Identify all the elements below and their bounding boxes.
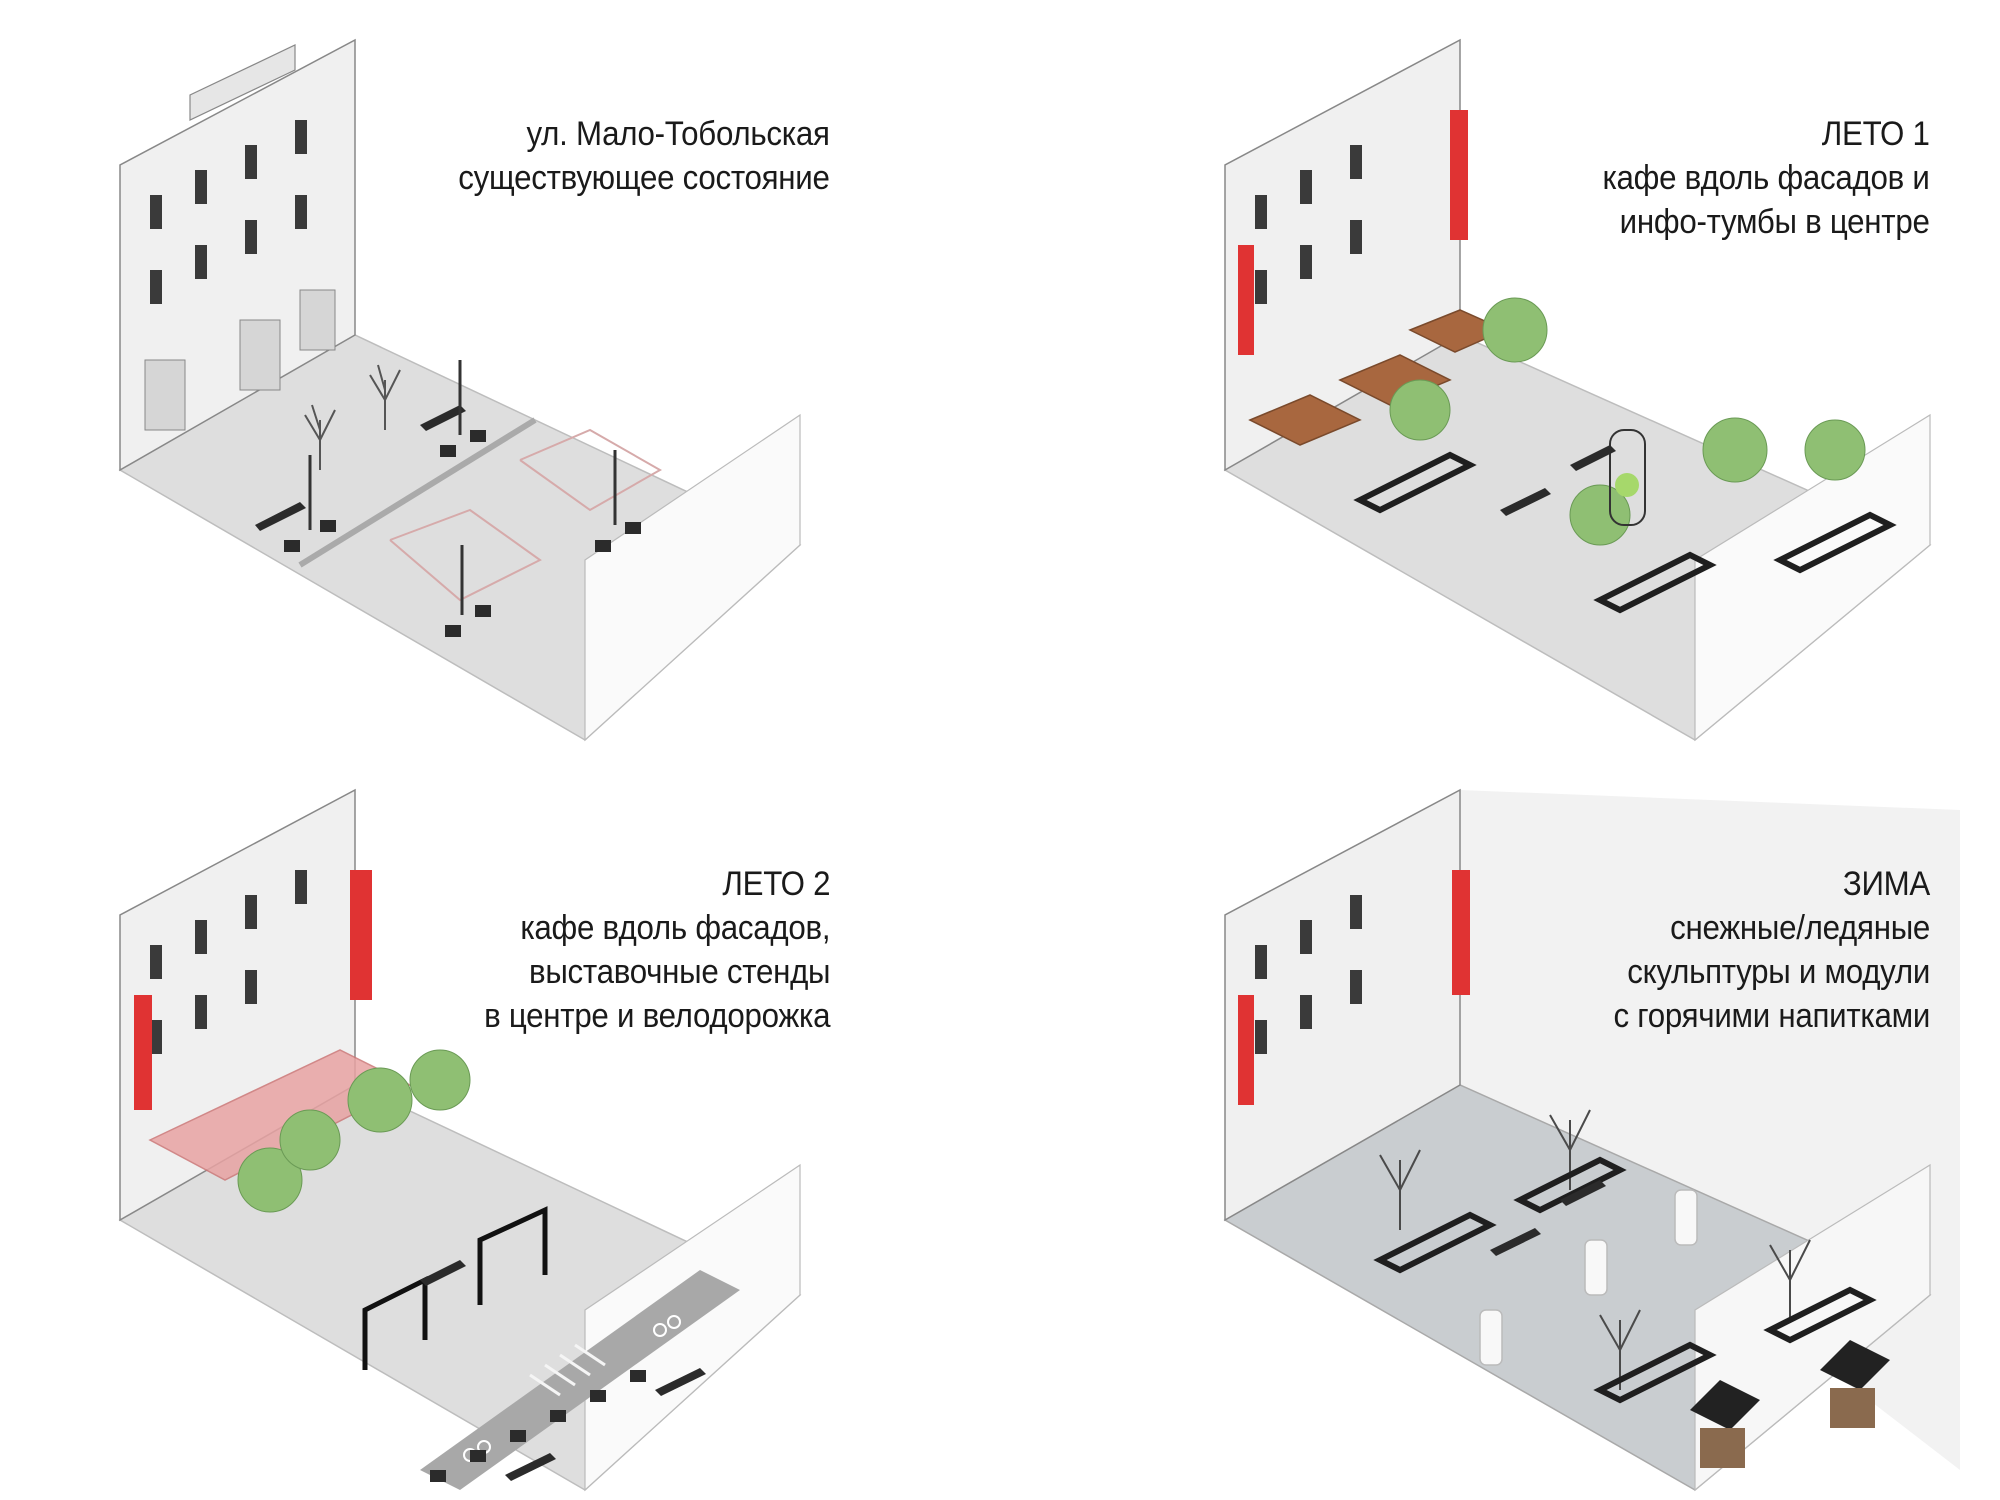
caption-line: существующее состояние (458, 159, 831, 197)
red-banner (1238, 870, 1470, 1105)
paving-pattern (519, 428, 663, 512)
caption-line: снежные/ледяные (1670, 909, 1930, 947)
panel-summer1: ЛЕТО 1 кафе вдоль фасадов и инфо-тумбы в… (1000, 0, 2000, 750)
axonometric-street-existing (118, 38, 802, 742)
planter-icon (1373, 1156, 1877, 1404)
info-column-icon (1609, 429, 1646, 526)
paving-pattern (389, 508, 542, 602)
caption-line: инфо-тумбы в центре (1620, 203, 1930, 241)
building-facade (1224, 788, 1461, 1222)
caption-line: ЛЕТО 2 (722, 865, 830, 903)
windows (150, 870, 307, 1054)
panel-existing: ул. Мало-Тобольская существующее состоян… (0, 0, 1000, 750)
windows (1255, 895, 1362, 1054)
windows (150, 120, 307, 304)
bench-icon (420, 1260, 706, 1481)
axonometric-street-winter (1223, 788, 1960, 1492)
caption-line: кафе вдоль фасадов, (520, 909, 830, 947)
windows (1255, 145, 1362, 304)
caption-existing: ул. Мало-Тобольская существующее состоян… (458, 112, 831, 200)
panel-summer2: ЛЕТО 2 кафе вдоль фасадов, выставочные с… (0, 750, 1000, 1500)
bench-icon (1500, 445, 1616, 516)
caption-line: ул. Мало-Тобольская (526, 115, 830, 153)
building-parapet (189, 44, 296, 121)
street-right-wall (1694, 413, 1931, 742)
paving-band (298, 417, 537, 568)
snow-sculpture-icon (1479, 1189, 1698, 1366)
axonometric-street-summer1 (1223, 38, 1932, 742)
caption-line: в центре и велодорожка (483, 997, 830, 1035)
kiosk-icon (1690, 1340, 1890, 1468)
caption-line: скульптуры и модули (1627, 953, 1930, 991)
panel-winter: ЗИМА снежные/ледяные скульптуры и модули… (1000, 750, 2000, 1500)
caption-line: ЛЕТО 1 (1822, 115, 1930, 153)
bare-tree-icon (304, 364, 401, 470)
bench-icon (255, 405, 466, 531)
caption-winter: ЗИМА снежные/ледяные скульптуры и модули… (1613, 862, 1930, 1038)
leafy-tree-icon (1389, 297, 1866, 546)
exhibition-stand (362, 1206, 548, 1370)
planter-icon (284, 430, 641, 637)
red-banner (134, 870, 372, 1110)
axonometric-street-summer2 (118, 788, 802, 1492)
bare-tree-icon (1379, 1109, 1811, 1390)
red-banner (1238, 110, 1468, 355)
street-lamp-icon (308, 360, 617, 615)
caption-line: ЗИМА (1842, 865, 1930, 903)
caption-line: с горячими напитками (1613, 997, 1930, 1035)
shopfronts (144, 289, 336, 431)
crosswalk (529, 1343, 606, 1397)
leafy-tree-icon (237, 1049, 471, 1213)
planter-icon (1353, 451, 1897, 614)
planter-icon (430, 1370, 646, 1482)
bench-icon (1490, 1180, 1606, 1256)
street-right-wall (584, 413, 801, 742)
caption-summer1: ЛЕТО 1 кафе вдоль фасадов и инфо-тумбы в… (1603, 112, 1930, 244)
caption-line: выставочные стенды (528, 953, 831, 991)
cafe-umbrella (1248, 309, 1507, 446)
caption-summer2: ЛЕТО 2 кафе вдоль фасадов, выставочные с… (484, 862, 830, 1038)
caption-line: кафе вдоль фасадов и (1602, 159, 1930, 197)
